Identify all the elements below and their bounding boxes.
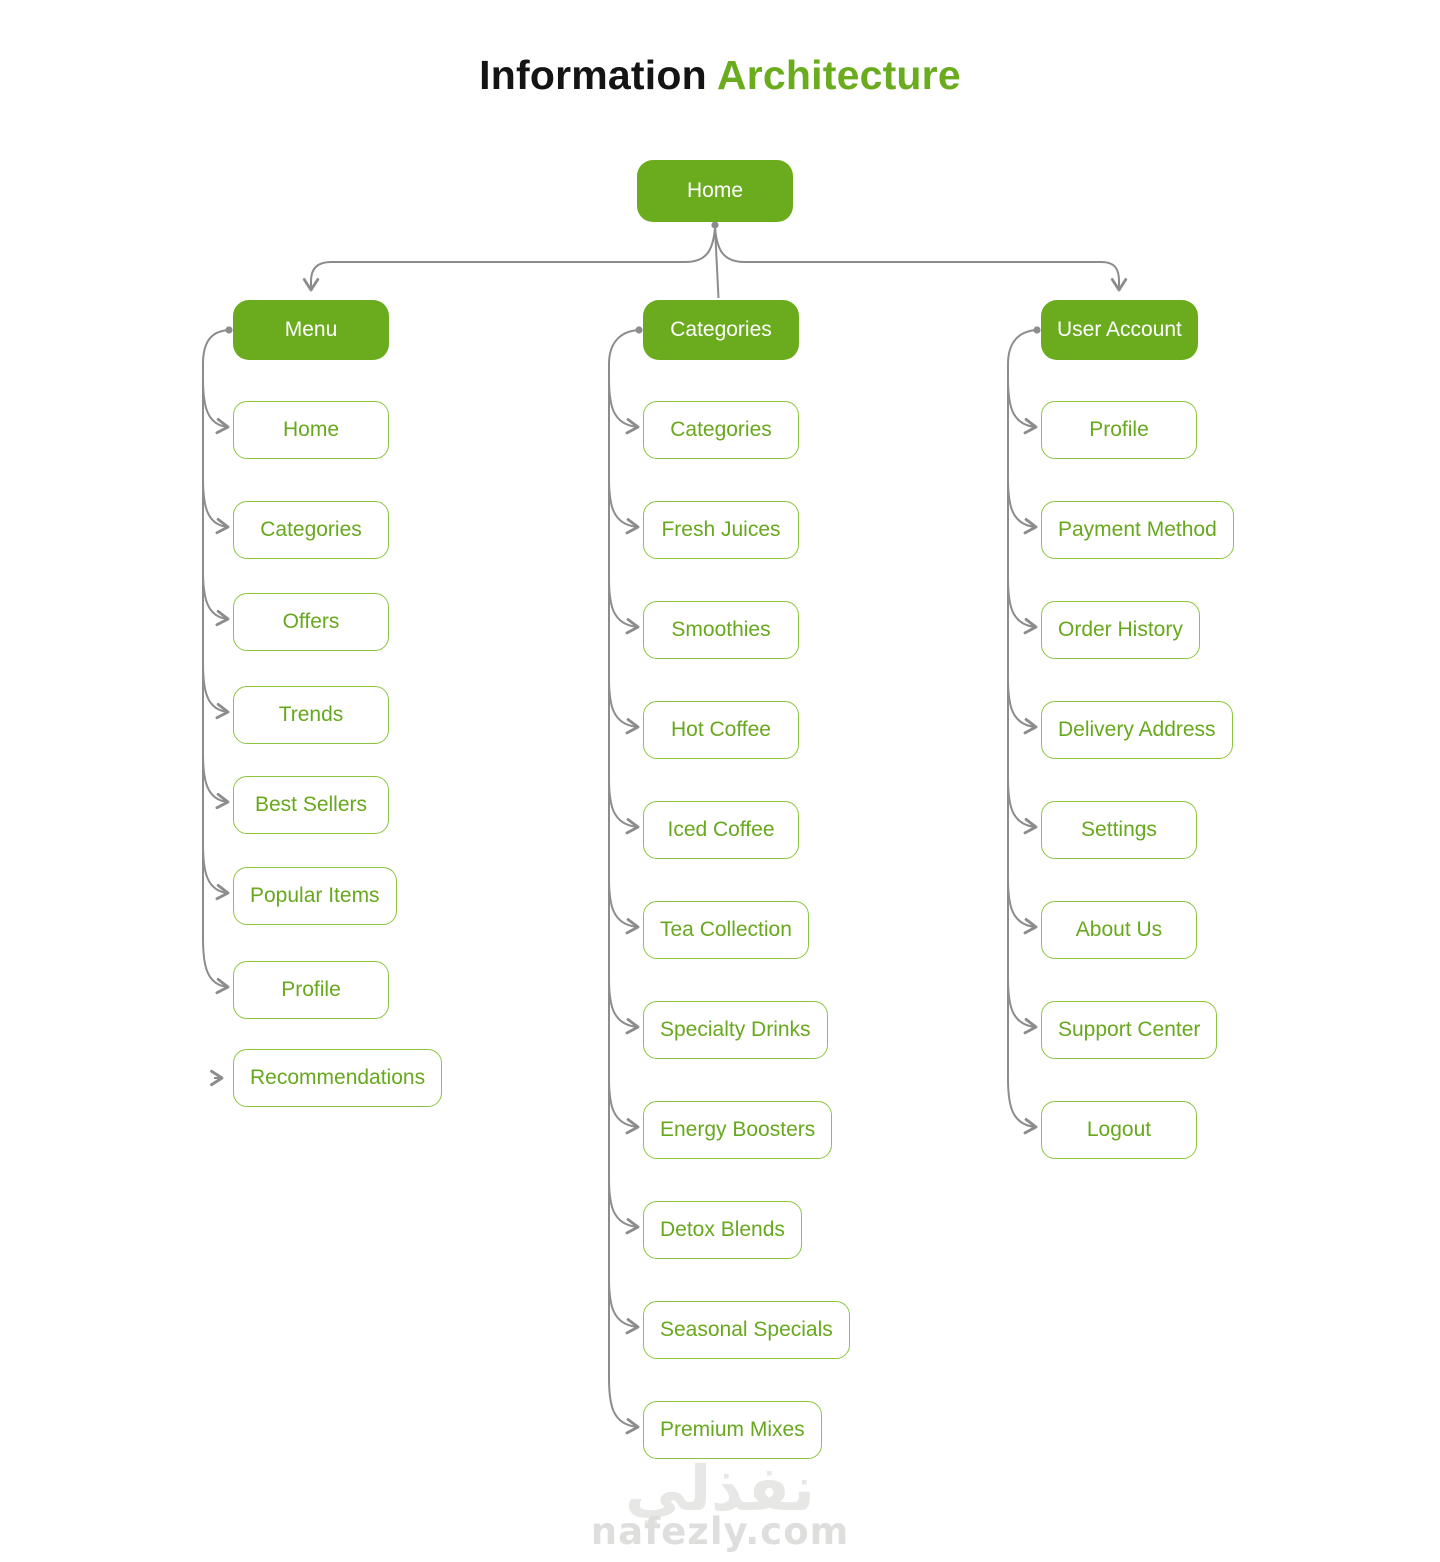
watermark-domain: nafezly.com — [590, 1510, 850, 1553]
node-cat-detox-blends: Detox Blends — [643, 1201, 802, 1259]
node-cat-categories: Categories — [643, 401, 799, 459]
node-menu-best-sellers: Best Sellers — [233, 776, 389, 834]
node-account-profile: Profile — [1041, 401, 1197, 459]
node-cat-smoothies: Smoothies — [643, 601, 799, 659]
node-cat-energy-boosters: Energy Boosters — [643, 1101, 833, 1159]
node-cat-tea-collection: Tea Collection — [643, 901, 809, 959]
page-title-black: Information — [479, 52, 707, 98]
node-menu-popular-items: Popular Items — [233, 867, 397, 925]
node-menu-offers: Offers — [233, 593, 389, 651]
watermark-arabic-logo: نفذلي — [625, 1452, 815, 1525]
node-cat-iced-coffee: Iced Coffee — [643, 801, 799, 859]
node-menu: Menu — [233, 300, 389, 360]
page-title-green: Architecture — [716, 52, 961, 98]
node-account-delivery-address: Delivery Address — [1041, 701, 1233, 759]
node-categories: Categories — [643, 300, 799, 360]
node-cat-fresh-juices: Fresh Juices — [643, 501, 799, 559]
node-user-account: User Account — [1041, 300, 1198, 360]
node-menu-categories: Categories — [233, 501, 389, 559]
page-title: Information Architecture — [0, 52, 1440, 99]
node-cat-specialty-drinks: Specialty Drinks — [643, 1001, 828, 1059]
node-account-order-history: Order History — [1041, 601, 1200, 659]
node-cat-premium-mixes: Premium Mixes — [643, 1401, 822, 1459]
node-home-root: Home — [637, 160, 793, 222]
node-account-payment-method: Payment Method — [1041, 501, 1234, 559]
node-menu-profile: Profile — [233, 961, 389, 1019]
node-account-about-us: About Us — [1041, 901, 1197, 959]
node-cat-seasonal-specials: Seasonal Specials — [643, 1301, 850, 1359]
node-account-support-center: Support Center — [1041, 1001, 1218, 1059]
node-account-logout: Logout — [1041, 1101, 1197, 1159]
node-menu-trends: Trends — [233, 686, 389, 744]
node-menu-home: Home — [233, 401, 389, 459]
node-cat-hot-coffee: Hot Coffee — [643, 701, 799, 759]
node-menu-recommendations: Recommendations — [233, 1049, 443, 1107]
node-account-settings: Settings — [1041, 801, 1197, 859]
